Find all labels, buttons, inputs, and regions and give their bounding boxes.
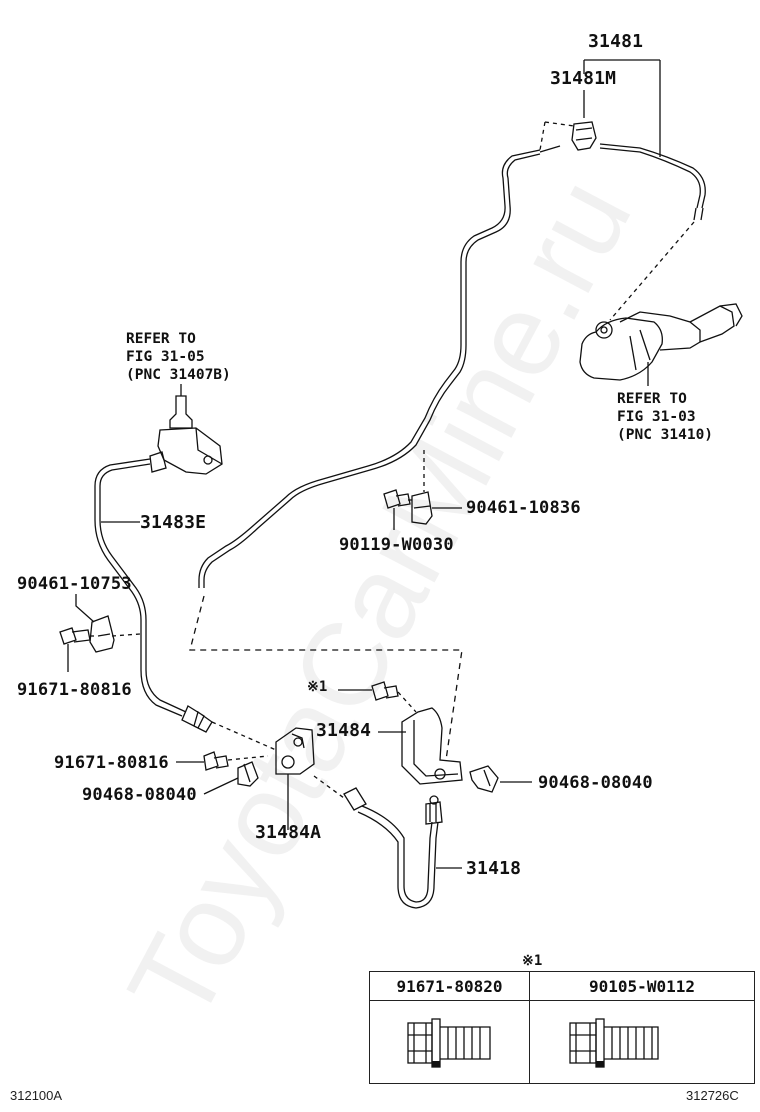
label-31418: 31418 xyxy=(466,858,522,879)
clip-90468-08040-b xyxy=(469,765,532,793)
dash-route xyxy=(189,595,463,761)
table-header-2: 90105-W0112 xyxy=(530,972,754,1001)
hose-31418 xyxy=(343,787,462,909)
refer-note-right: REFER TO FIG 31-03 (PNC 31410) xyxy=(617,391,714,443)
tube-31481 xyxy=(198,143,706,588)
label-90468-08040-a: 90468-08040 xyxy=(82,785,197,805)
leader-31481 xyxy=(583,59,661,157)
label-90461-10753: 90461-10753 xyxy=(17,574,132,594)
label-90468-08040-b: 90468-08040 xyxy=(538,773,653,793)
bracket-31484a xyxy=(211,721,345,830)
bolt-91671-80816-b xyxy=(176,751,269,771)
table-column-1: 91671-80820 xyxy=(370,972,530,1083)
footer-left-code: 312100A xyxy=(10,1088,63,1103)
bracket-31484 xyxy=(378,707,463,785)
clip-90461-10836 xyxy=(411,450,462,525)
master-cylinder xyxy=(579,221,743,386)
tube-31483e xyxy=(94,458,213,733)
refer-note-left: REFER TO FIG 31-05 (PNC 31407B) xyxy=(126,331,231,383)
bolt-flange-icon xyxy=(407,1018,491,1068)
table-column-2: 90105-W0112 xyxy=(530,972,754,1083)
bolt-icon xyxy=(569,1018,659,1068)
dash-mc xyxy=(609,221,695,321)
table-mark: ※1 xyxy=(522,953,543,969)
bolt-table: 91671-80820 90105-W0112 xyxy=(369,971,755,1084)
label-90119-w0030: 90119-W0030 xyxy=(339,535,454,555)
label-31481: 31481 xyxy=(588,31,644,52)
bolt-91671-80816-a xyxy=(59,627,94,672)
label-90461-10836: 90461-10836 xyxy=(466,498,581,518)
bolt-90119-w0030 xyxy=(383,489,412,530)
label-31483e: 31483E xyxy=(140,512,207,533)
dash-clip xyxy=(539,121,575,151)
label-31484: 31484 xyxy=(316,720,372,741)
clip-90461-10753 xyxy=(75,594,141,653)
union-fitting xyxy=(149,384,223,475)
label-31481m: 31481M xyxy=(550,68,617,89)
bolt-mark1 xyxy=(338,681,417,713)
label-31484a: 31484A xyxy=(255,822,322,843)
table-header-1: 91671-80820 xyxy=(370,972,529,1001)
clip-31481m xyxy=(571,121,597,151)
label-91671-80816-a: 91671-80816 xyxy=(17,680,132,700)
mark-1-label: ※1 xyxy=(307,679,328,695)
footer-right-code: 312726C xyxy=(686,1088,739,1103)
label-91671-80816-b: 91671-80816 xyxy=(54,753,169,773)
clip-90468-08040-a xyxy=(203,761,259,795)
